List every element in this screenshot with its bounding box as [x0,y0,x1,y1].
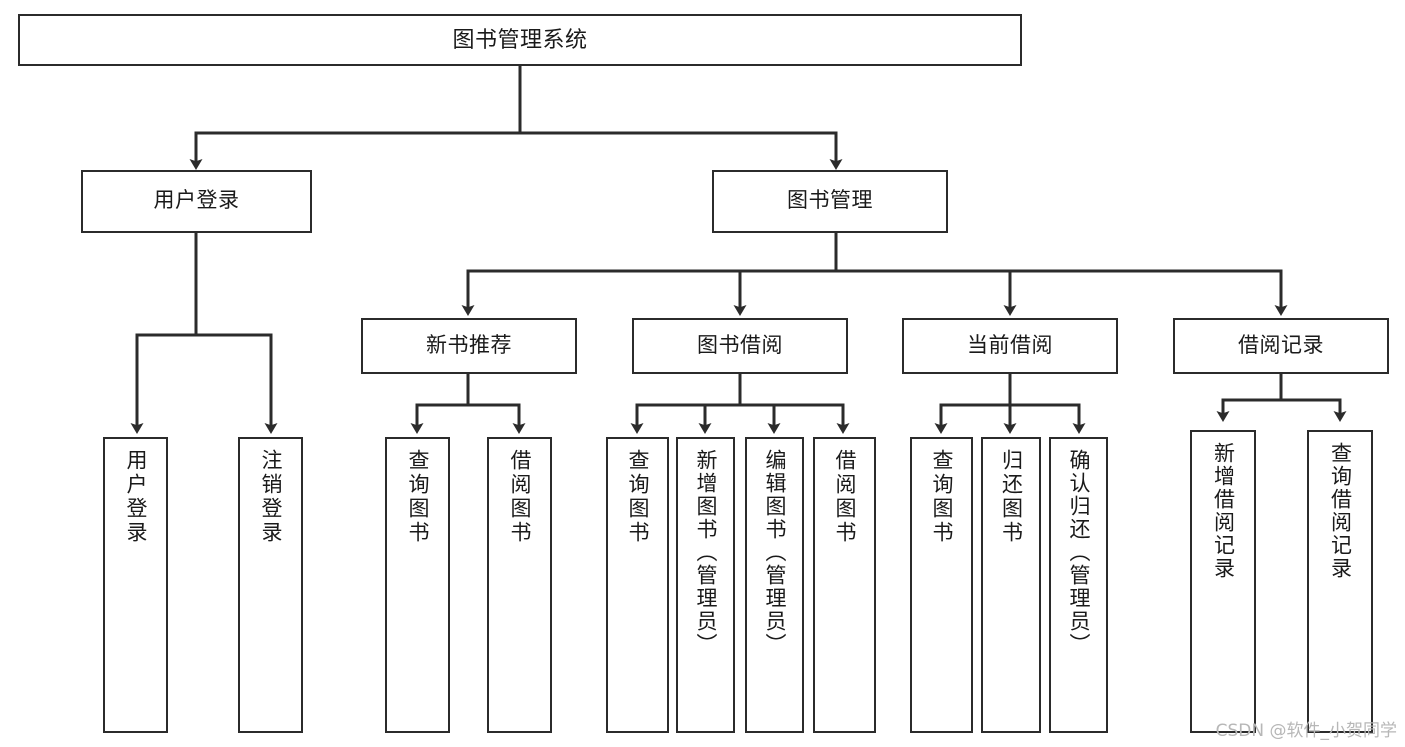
node-book-management[interactable]: 图书管理 [712,170,948,233]
leaf-record-add-record-label: 新增借阅记录 [1211,442,1235,580]
leaf-user-login-logout[interactable]: 注销登录 [238,437,303,733]
leaf-user-login-logout-label: 注销登录 [259,449,282,545]
leaf-borrow-edit-book[interactable]: 编辑图书（管理员） [745,437,804,733]
leaf-record-query-record-label: 查询借阅记录 [1328,442,1352,580]
node-root[interactable]: 图书管理系统 [18,14,1022,66]
watermark-text: CSDN @软件_小贺同学 [1215,721,1397,741]
leaf-recommend-borrow-book-label: 借阅图书 [508,449,531,545]
leaf-current-return-book[interactable]: 归还图书 [981,437,1041,733]
node-new-book-recommend-label: 新书推荐 [426,333,512,357]
node-book-management-label: 图书管理 [787,189,873,213]
leaf-current-query-book-label: 查询图书 [930,449,953,545]
node-book-borrow[interactable]: 图书借阅 [632,318,848,374]
leaf-borrow-add-book[interactable]: 新增图书（管理员） [676,437,735,733]
node-root-label: 图书管理系统 [452,26,588,52]
node-user-login[interactable]: 用户登录 [81,170,312,233]
node-user-login-label: 用户登录 [153,189,240,213]
leaf-borrow-borrow-book-label: 借阅图书 [833,449,856,545]
leaf-user-login-login[interactable]: 用户登录 [103,437,168,733]
leaf-current-query-book[interactable]: 查询图书 [910,437,973,733]
leaf-recommend-query-book[interactable]: 查询图书 [385,437,450,733]
leaf-record-query-record[interactable]: 查询借阅记录 [1307,430,1373,733]
leaf-borrow-query-book-label: 查询图书 [626,449,649,545]
node-borrow-record[interactable]: 借阅记录 [1173,318,1389,374]
leaf-borrow-edit-book-label: 编辑图书（管理员） [763,449,786,656]
leaf-borrow-query-book[interactable]: 查询图书 [606,437,669,733]
leaf-borrow-borrow-book[interactable]: 借阅图书 [813,437,876,733]
leaf-current-return-book-label: 归还图书 [999,449,1023,545]
leaf-recommend-borrow-book[interactable]: 借阅图书 [487,437,552,733]
node-current-borrow[interactable]: 当前借阅 [902,318,1118,374]
leaf-current-confirm-return[interactable]: 确认归还（管理员） [1049,437,1108,733]
leaf-user-login-login-label: 用户登录 [124,449,147,545]
leaf-borrow-add-book-label: 新增图书（管理员） [694,449,717,656]
leaf-current-confirm-return-label: 确认归还（管理员） [1067,449,1090,656]
node-book-borrow-label: 图书借阅 [697,333,783,357]
leaf-recommend-query-book-label: 查询图书 [406,449,429,545]
node-borrow-record-label: 借阅记录 [1238,333,1324,357]
leaf-record-add-record[interactable]: 新增借阅记录 [1190,430,1256,733]
node-new-book-recommend[interactable]: 新书推荐 [361,318,577,374]
node-current-borrow-label: 当前借阅 [967,333,1053,357]
